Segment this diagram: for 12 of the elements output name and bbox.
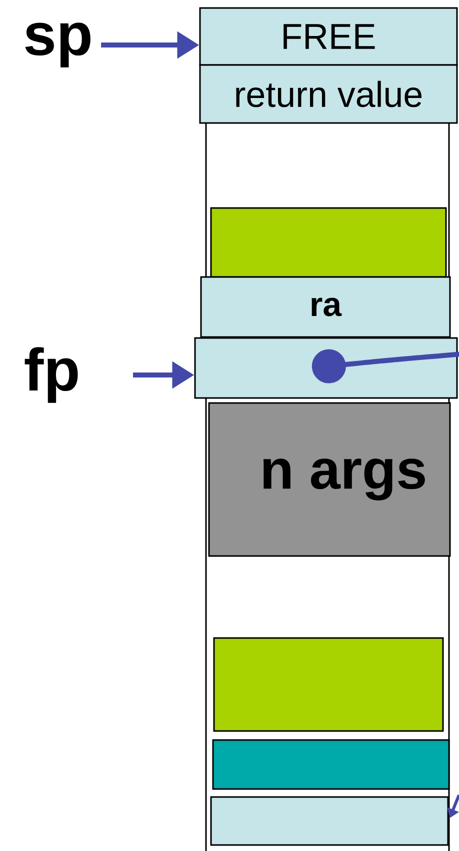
stack-slot: FREE — [199, 7, 458, 66]
arrow — [312, 349, 459, 384]
stack-slot — [212, 739, 450, 790]
register-label: fp — [24, 347, 78, 403]
stack-slot: return value — [199, 64, 458, 124]
stack-slot — [194, 337, 458, 399]
stack-slot — [210, 207, 447, 278]
stack-slot: ra — [200, 276, 451, 338]
stack-slot: n args — [208, 402, 451, 557]
register-label: sp — [25, 22, 90, 68]
stack-slot — [213, 637, 444, 732]
stack-slot — [210, 796, 449, 846]
